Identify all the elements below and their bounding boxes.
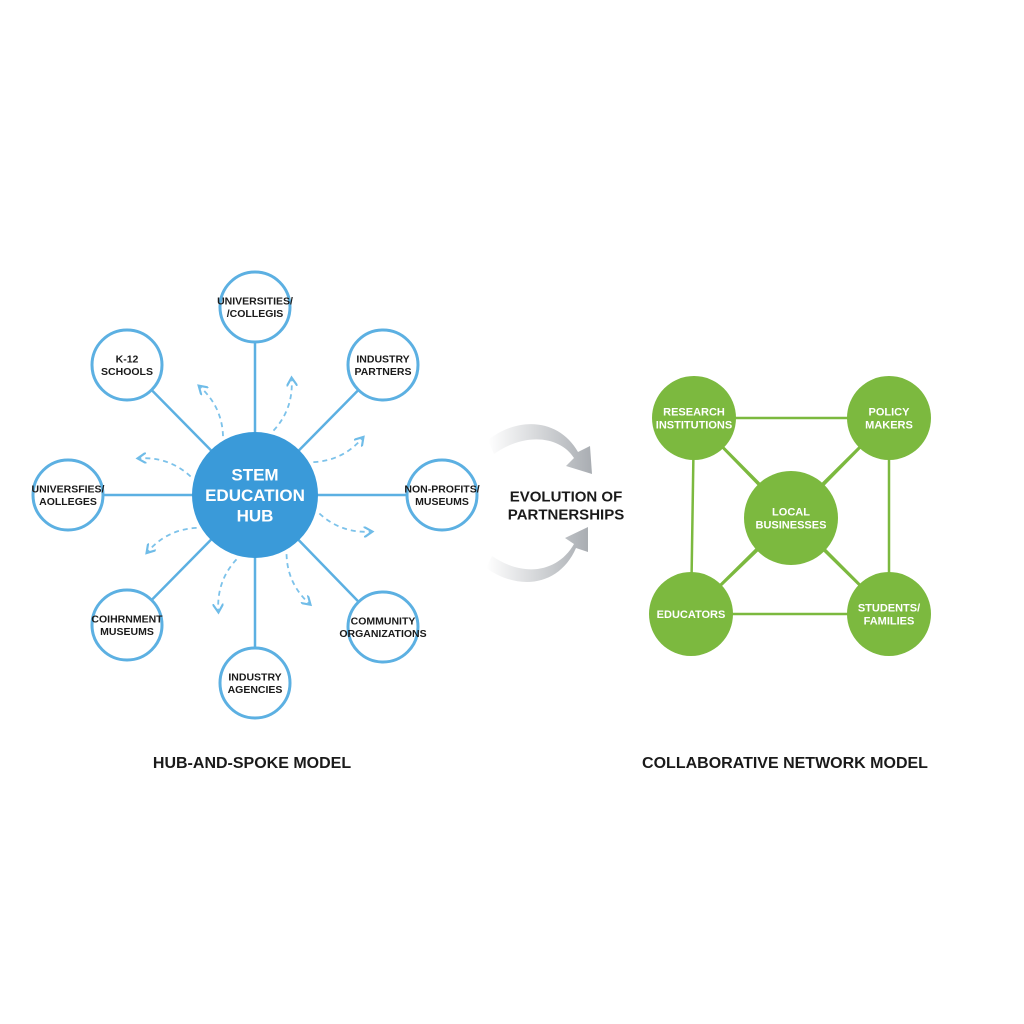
flow-arrow-icon [200, 387, 224, 437]
node-educators: EDUCATORS [649, 572, 733, 656]
node-circle [652, 376, 736, 460]
flow-arrow-icon [318, 512, 370, 532]
node-circle [847, 572, 931, 656]
node-label: EDUCATORS [657, 609, 726, 621]
flow-arrow-icon [285, 554, 309, 603]
flow-arrow-icon [140, 458, 192, 478]
flow-arrow-icon [272, 380, 292, 432]
node-circle [90, 328, 164, 402]
flow-arrow-icon [148, 526, 197, 552]
node-label: UNIVERSFIES/AOLLEGES [32, 483, 105, 508]
node-circle [218, 270, 292, 344]
node-label: NON-PROFITS/MUSEUMS [404, 483, 479, 508]
hub-and-spoke-caption: HUB-AND-SPOKE MODEL [153, 755, 351, 772]
hub-circle [192, 432, 318, 558]
node-non-profits-museums: NON-PROFITS/MUSEUMS [404, 458, 480, 532]
curved-arrow-bottom-icon [486, 527, 588, 582]
node-circle [405, 458, 479, 532]
node-circle [31, 458, 105, 532]
node-students-families: STUDENTS/FAMILIES [847, 572, 931, 656]
node-circle [649, 572, 733, 656]
node-circle [847, 376, 931, 460]
node-circle [218, 646, 292, 720]
node-circle [346, 590, 420, 664]
curved-arrow-top-icon [488, 424, 592, 474]
node-circle [744, 471, 838, 565]
collaborative-network-caption: COLLABORATIVE NETWORK MODEL [642, 755, 928, 772]
flow-arrow-icon [313, 439, 362, 464]
node-circle [90, 588, 164, 662]
node-circle [346, 328, 420, 402]
flow-arrow-icon [218, 558, 238, 610]
node-label: STUDENTS/FAMILIES [858, 602, 920, 627]
node-universities-colleges-left: UNIVERSFIES/AOLLEGES [31, 458, 105, 532]
node-label: UNIVERSITIES//COLLEGIS [217, 295, 293, 320]
node-universities-colleges-top: UNIVERSITIES//COLLEGIS [217, 270, 293, 344]
